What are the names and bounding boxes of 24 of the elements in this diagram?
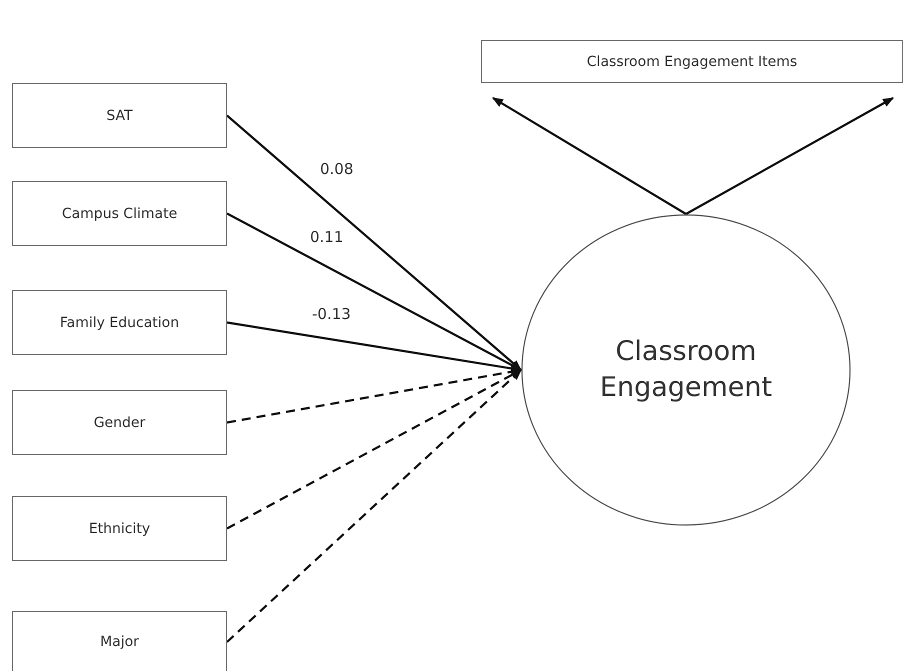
node-label: Campus Climate xyxy=(62,206,178,222)
node-label: SAT xyxy=(106,108,133,124)
path-arrow xyxy=(685,97,894,215)
path-coefficient: 0.08 xyxy=(318,161,356,178)
node-label: Classroom Engagement xyxy=(598,334,774,405)
latent-variable-circle xyxy=(521,214,851,526)
variable-box xyxy=(12,83,227,148)
path-coefficient: 0.11 xyxy=(308,229,346,246)
node-label: Gender xyxy=(94,414,146,430)
variable-box xyxy=(12,181,227,246)
node-label: Major xyxy=(100,634,139,650)
variable-box xyxy=(12,611,227,671)
variable-box xyxy=(12,390,227,455)
path-arrow xyxy=(226,114,522,371)
path-arrow xyxy=(226,369,522,643)
variable-box xyxy=(12,290,227,355)
node-label: Family Education xyxy=(60,314,180,330)
variable-box xyxy=(12,496,227,561)
node-label: Ethnicity xyxy=(88,520,150,536)
path-coefficient: -0.13 xyxy=(310,306,353,322)
variable-box xyxy=(481,40,903,83)
path-arrow xyxy=(226,369,522,530)
path-arrow xyxy=(492,97,687,215)
node-label: Classroom Engagement Items xyxy=(586,54,798,70)
